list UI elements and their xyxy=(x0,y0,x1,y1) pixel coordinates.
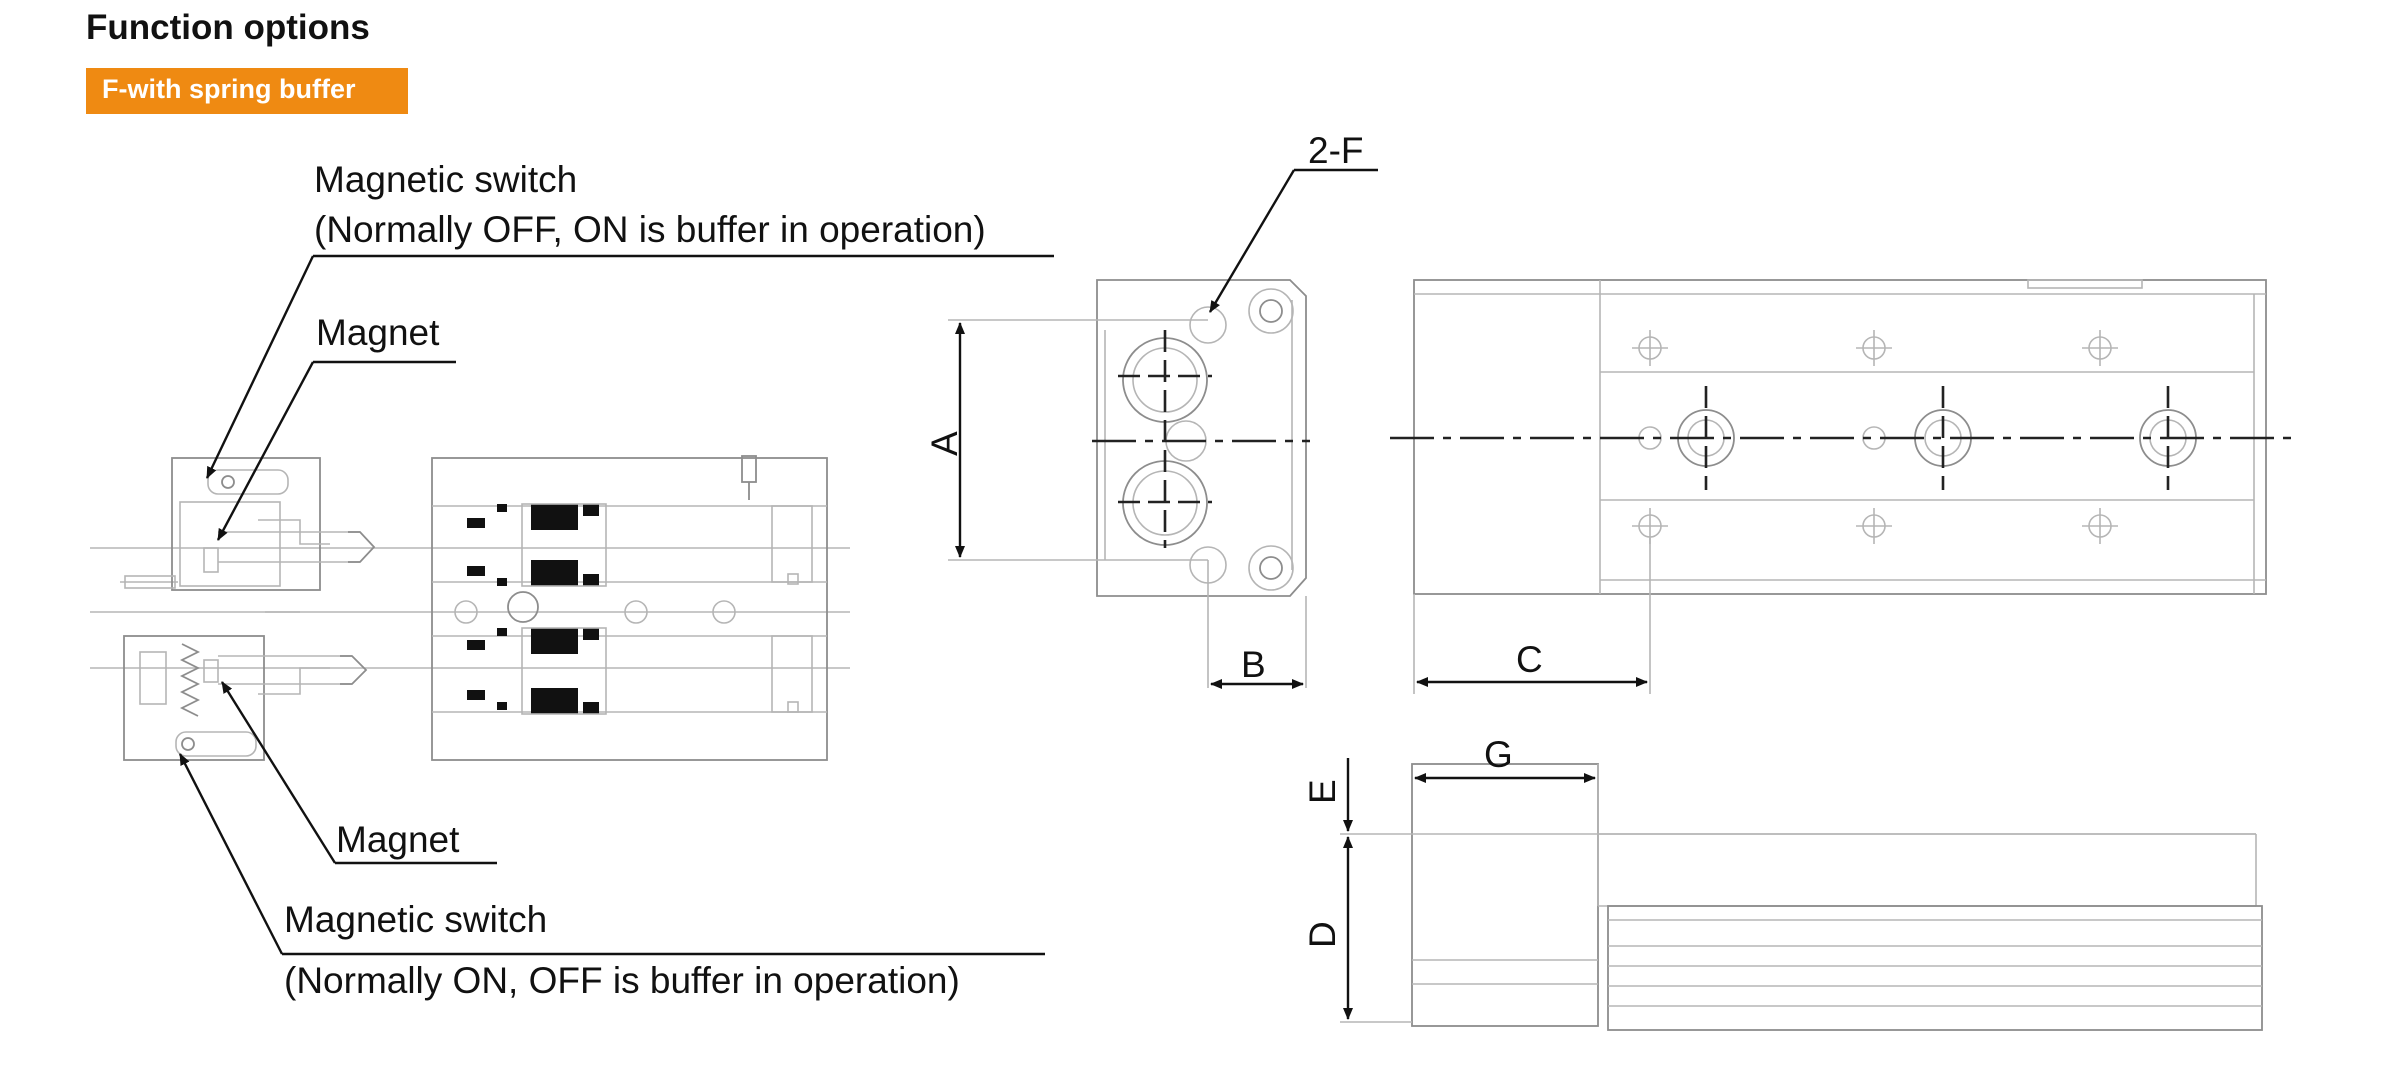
callout-leaders xyxy=(178,254,1054,956)
side-view xyxy=(1411,763,2263,1031)
callout-switch-bottom-line1: Magnetic switch xyxy=(284,899,547,940)
callout-switch-top-line1: Magnetic switch xyxy=(314,159,577,200)
callout-switch-bottom-line2: (Normally ON, OFF is buffer in operation… xyxy=(284,960,960,1001)
dim-label-e: E xyxy=(1302,779,1343,804)
dim-label-c: C xyxy=(1516,639,1543,680)
dim-label-b: B xyxy=(1241,644,1266,685)
dim-label-2f: 2-F xyxy=(1308,130,1364,171)
callout-switch-top-line2: (Normally OFF, ON is buffer in operation… xyxy=(314,209,986,250)
callout-magnet-top: Magnet xyxy=(316,312,440,353)
page-title: Function options xyxy=(86,8,370,47)
dim-label-g: G xyxy=(1484,734,1513,775)
option-badge: F-with spring buffer xyxy=(86,68,408,114)
dim-label-d: D xyxy=(1302,921,1343,948)
cylinder-section-view xyxy=(90,455,850,761)
callout-magnet-bottom: Magnet xyxy=(336,819,460,860)
dim-label-a: A xyxy=(924,431,965,456)
end-view xyxy=(1092,279,1310,597)
top-view xyxy=(1390,279,2292,595)
